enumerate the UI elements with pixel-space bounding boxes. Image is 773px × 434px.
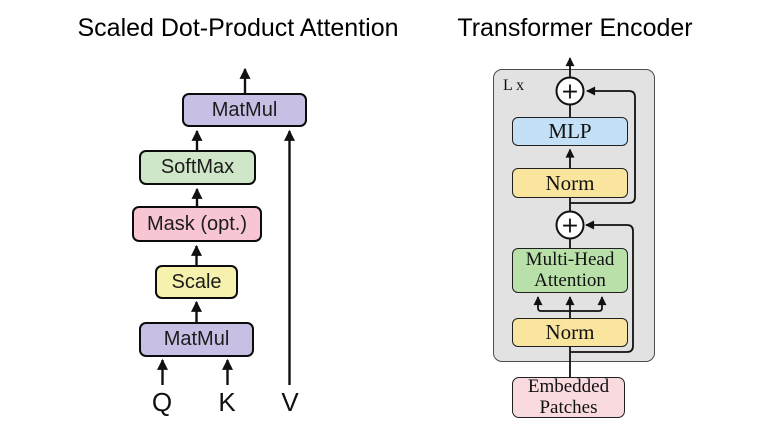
multi-head-attention-box: Multi-Head Attention — [512, 248, 628, 293]
matmul-bottom-label: MatMul — [163, 328, 230, 350]
norm-top-label: Norm — [545, 170, 595, 195]
mha-label-line1: Multi-Head — [525, 248, 615, 270]
scale-box: Scale — [155, 265, 238, 299]
right-diagram-title: Transformer Encoder — [457, 14, 693, 42]
add-circle-bottom: + — [555, 210, 585, 240]
input-label-k: K — [218, 387, 236, 417]
residual-connection-mha — [570, 220, 634, 353]
matmul-bottom-box: MatMul — [139, 322, 254, 357]
embedded-patches-box: Embedded Patches — [512, 375, 625, 418]
norm-top-box: Norm — [512, 168, 628, 198]
plus-icon: + — [561, 80, 579, 105]
softmax-box: SoftMax — [139, 150, 256, 185]
scale-label: Scale — [171, 270, 222, 293]
mask-box: Mask (opt.) — [132, 206, 262, 242]
add-circle-top: + — [555, 76, 585, 106]
mlp-label: MLP — [548, 119, 592, 144]
norm-bottom-box: Norm — [512, 318, 628, 347]
mlp-box: MLP — [512, 117, 628, 146]
left-diagram-title: Scaled Dot-Product Attention — [77, 14, 399, 42]
softmax-label: SoftMax — [160, 156, 235, 178]
loop-count-label: L x — [503, 77, 525, 94]
input-label-q: Q — [151, 387, 173, 417]
norm-bottom-label: Norm — [545, 320, 595, 345]
embedded-label-line1: Embedded — [527, 375, 610, 397]
input-label-v: V — [281, 387, 299, 417]
embedded-label-line2: Patches — [539, 396, 598, 418]
matmul-top-box: MatMul — [182, 93, 307, 127]
plus-icon: + — [561, 214, 579, 239]
residual-connection-mlp — [570, 86, 636, 204]
mask-label: Mask (opt.) — [146, 212, 248, 235]
matmul-top-label: MatMul — [211, 98, 278, 121]
mha-label-line2: Attention — [534, 269, 606, 291]
